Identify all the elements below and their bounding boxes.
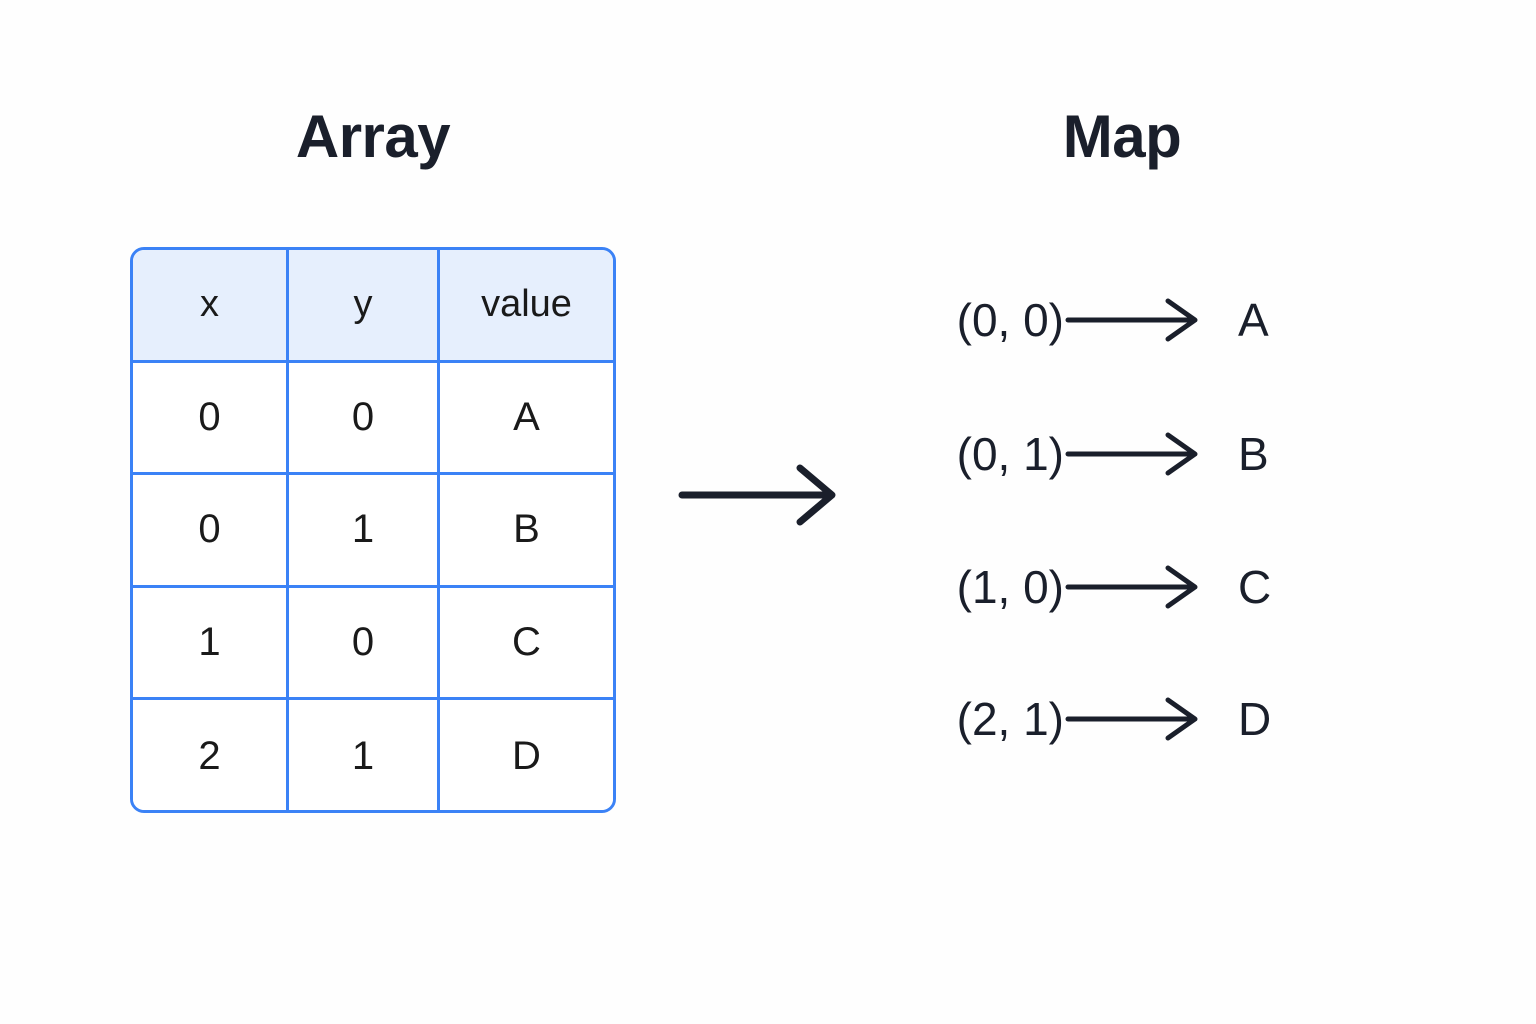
map-entry-row: (1, 0) C (902, 539, 1342, 635)
array-table: x y value 0 0 A 0 1 B 1 0 C 2 1 D (130, 247, 616, 813)
map-entry-value: B (1238, 428, 1269, 480)
map-right-arrow-icon (1064, 565, 1214, 609)
map-entry-key: (0, 1) (956, 428, 1064, 480)
table-cell-y: 0 (289, 362, 440, 475)
array-table-grid: x y value 0 0 A 0 1 B 1 0 C 2 1 D (133, 250, 613, 810)
map-right-arrow-icon (1064, 298, 1214, 342)
array-panel-title: Array (295, 103, 451, 170)
table-cell-y: 1 (289, 700, 440, 810)
map-entry-list: (0, 0) A (0, 1) B (1, 0) (902, 272, 1342, 782)
table-cell-value: A (440, 362, 613, 475)
table-cell-value: C (440, 587, 613, 700)
table-cell-x: 2 (133, 700, 289, 810)
transform-right-arrow-icon (672, 462, 852, 528)
map-entry-row: (0, 1) B (902, 406, 1342, 502)
map-entry-value: A (1238, 294, 1269, 346)
column-header-y: y (289, 250, 440, 363)
map-entry-key: (1, 0) (956, 561, 1064, 613)
map-entry-row: (0, 0) A (902, 272, 1342, 368)
table-cell-value: B (440, 475, 613, 588)
map-entry-row: (2, 1) D (902, 671, 1342, 767)
table-cell-x: 1 (133, 587, 289, 700)
column-header-x: x (133, 250, 289, 363)
map-right-arrow-icon (1064, 432, 1214, 476)
table-cell-x: 0 (133, 362, 289, 475)
table-cell-x: 0 (133, 475, 289, 588)
map-right-arrow-icon (1064, 697, 1214, 741)
table-cell-y: 1 (289, 475, 440, 588)
map-entry-value: C (1238, 561, 1272, 613)
column-header-value: value (440, 250, 613, 363)
map-entry-value: D (1238, 693, 1272, 745)
table-cell-y: 0 (289, 587, 440, 700)
table-cell-value: D (440, 700, 613, 810)
map-panel-title: Map (1062, 103, 1182, 170)
map-entry-key: (0, 0) (956, 294, 1064, 346)
map-entry-key: (2, 1) (956, 693, 1064, 745)
